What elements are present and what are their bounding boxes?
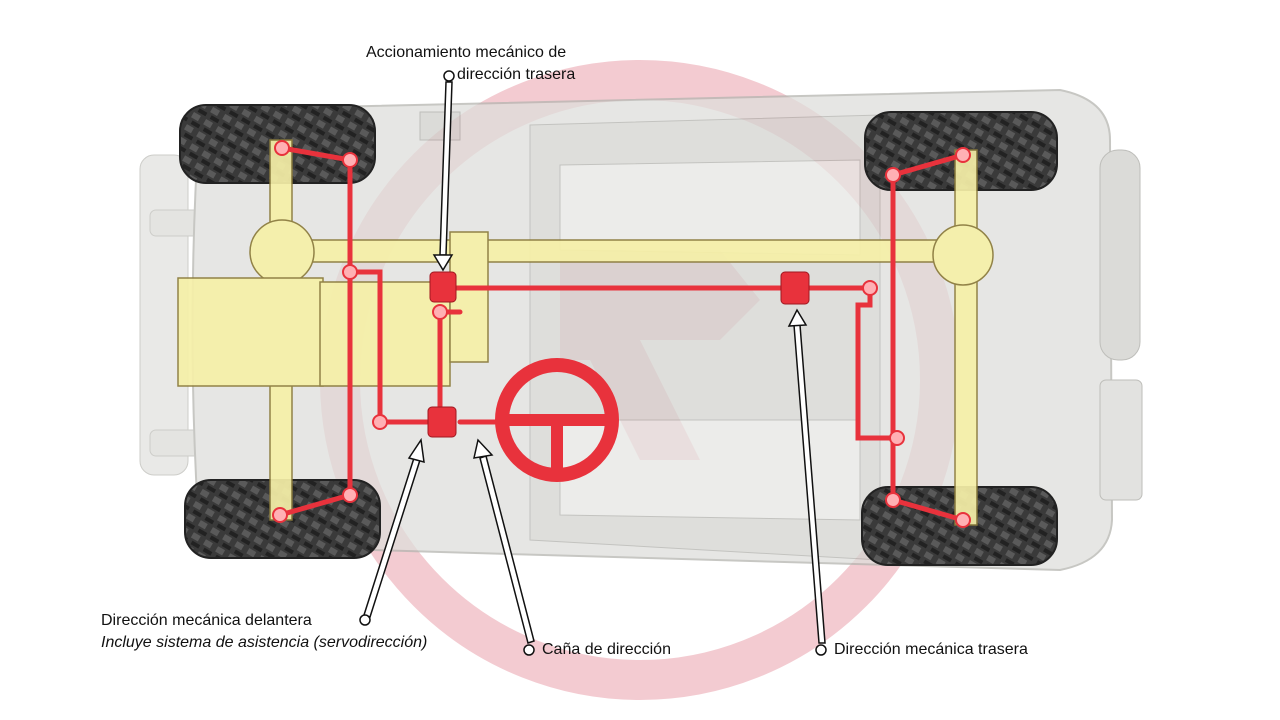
label-steering-column: Caña de dirección [542, 641, 671, 658]
label-rear-steering-actuation: Accionamiento mecánico de dirección tras… [366, 42, 575, 86]
label-rear-steering: Dirección mecánica trasera [834, 641, 1028, 658]
rear-steering-mechanism [429, 271, 457, 303]
steering-joints [272, 140, 971, 528]
label-rear-steering-actuation-line2: dirección trasera [457, 66, 576, 83]
front-steering-box [427, 406, 457, 438]
chassis [177, 139, 994, 526]
label-front-steering: Dirección mecánica delantera Incluye sis… [101, 610, 427, 654]
label-front-steering-line2: Incluye sistema de asistencia (servodire… [101, 634, 428, 651]
callout-arrows [359, 70, 827, 656]
label-front-steering-line1: Dirección mecánica delantera [101, 612, 312, 629]
label-rear-steering-actuation-line1: Accionamiento mecánico de [366, 44, 567, 61]
rear-steering-box [780, 271, 810, 305]
steering-wheel-icon [495, 358, 619, 482]
